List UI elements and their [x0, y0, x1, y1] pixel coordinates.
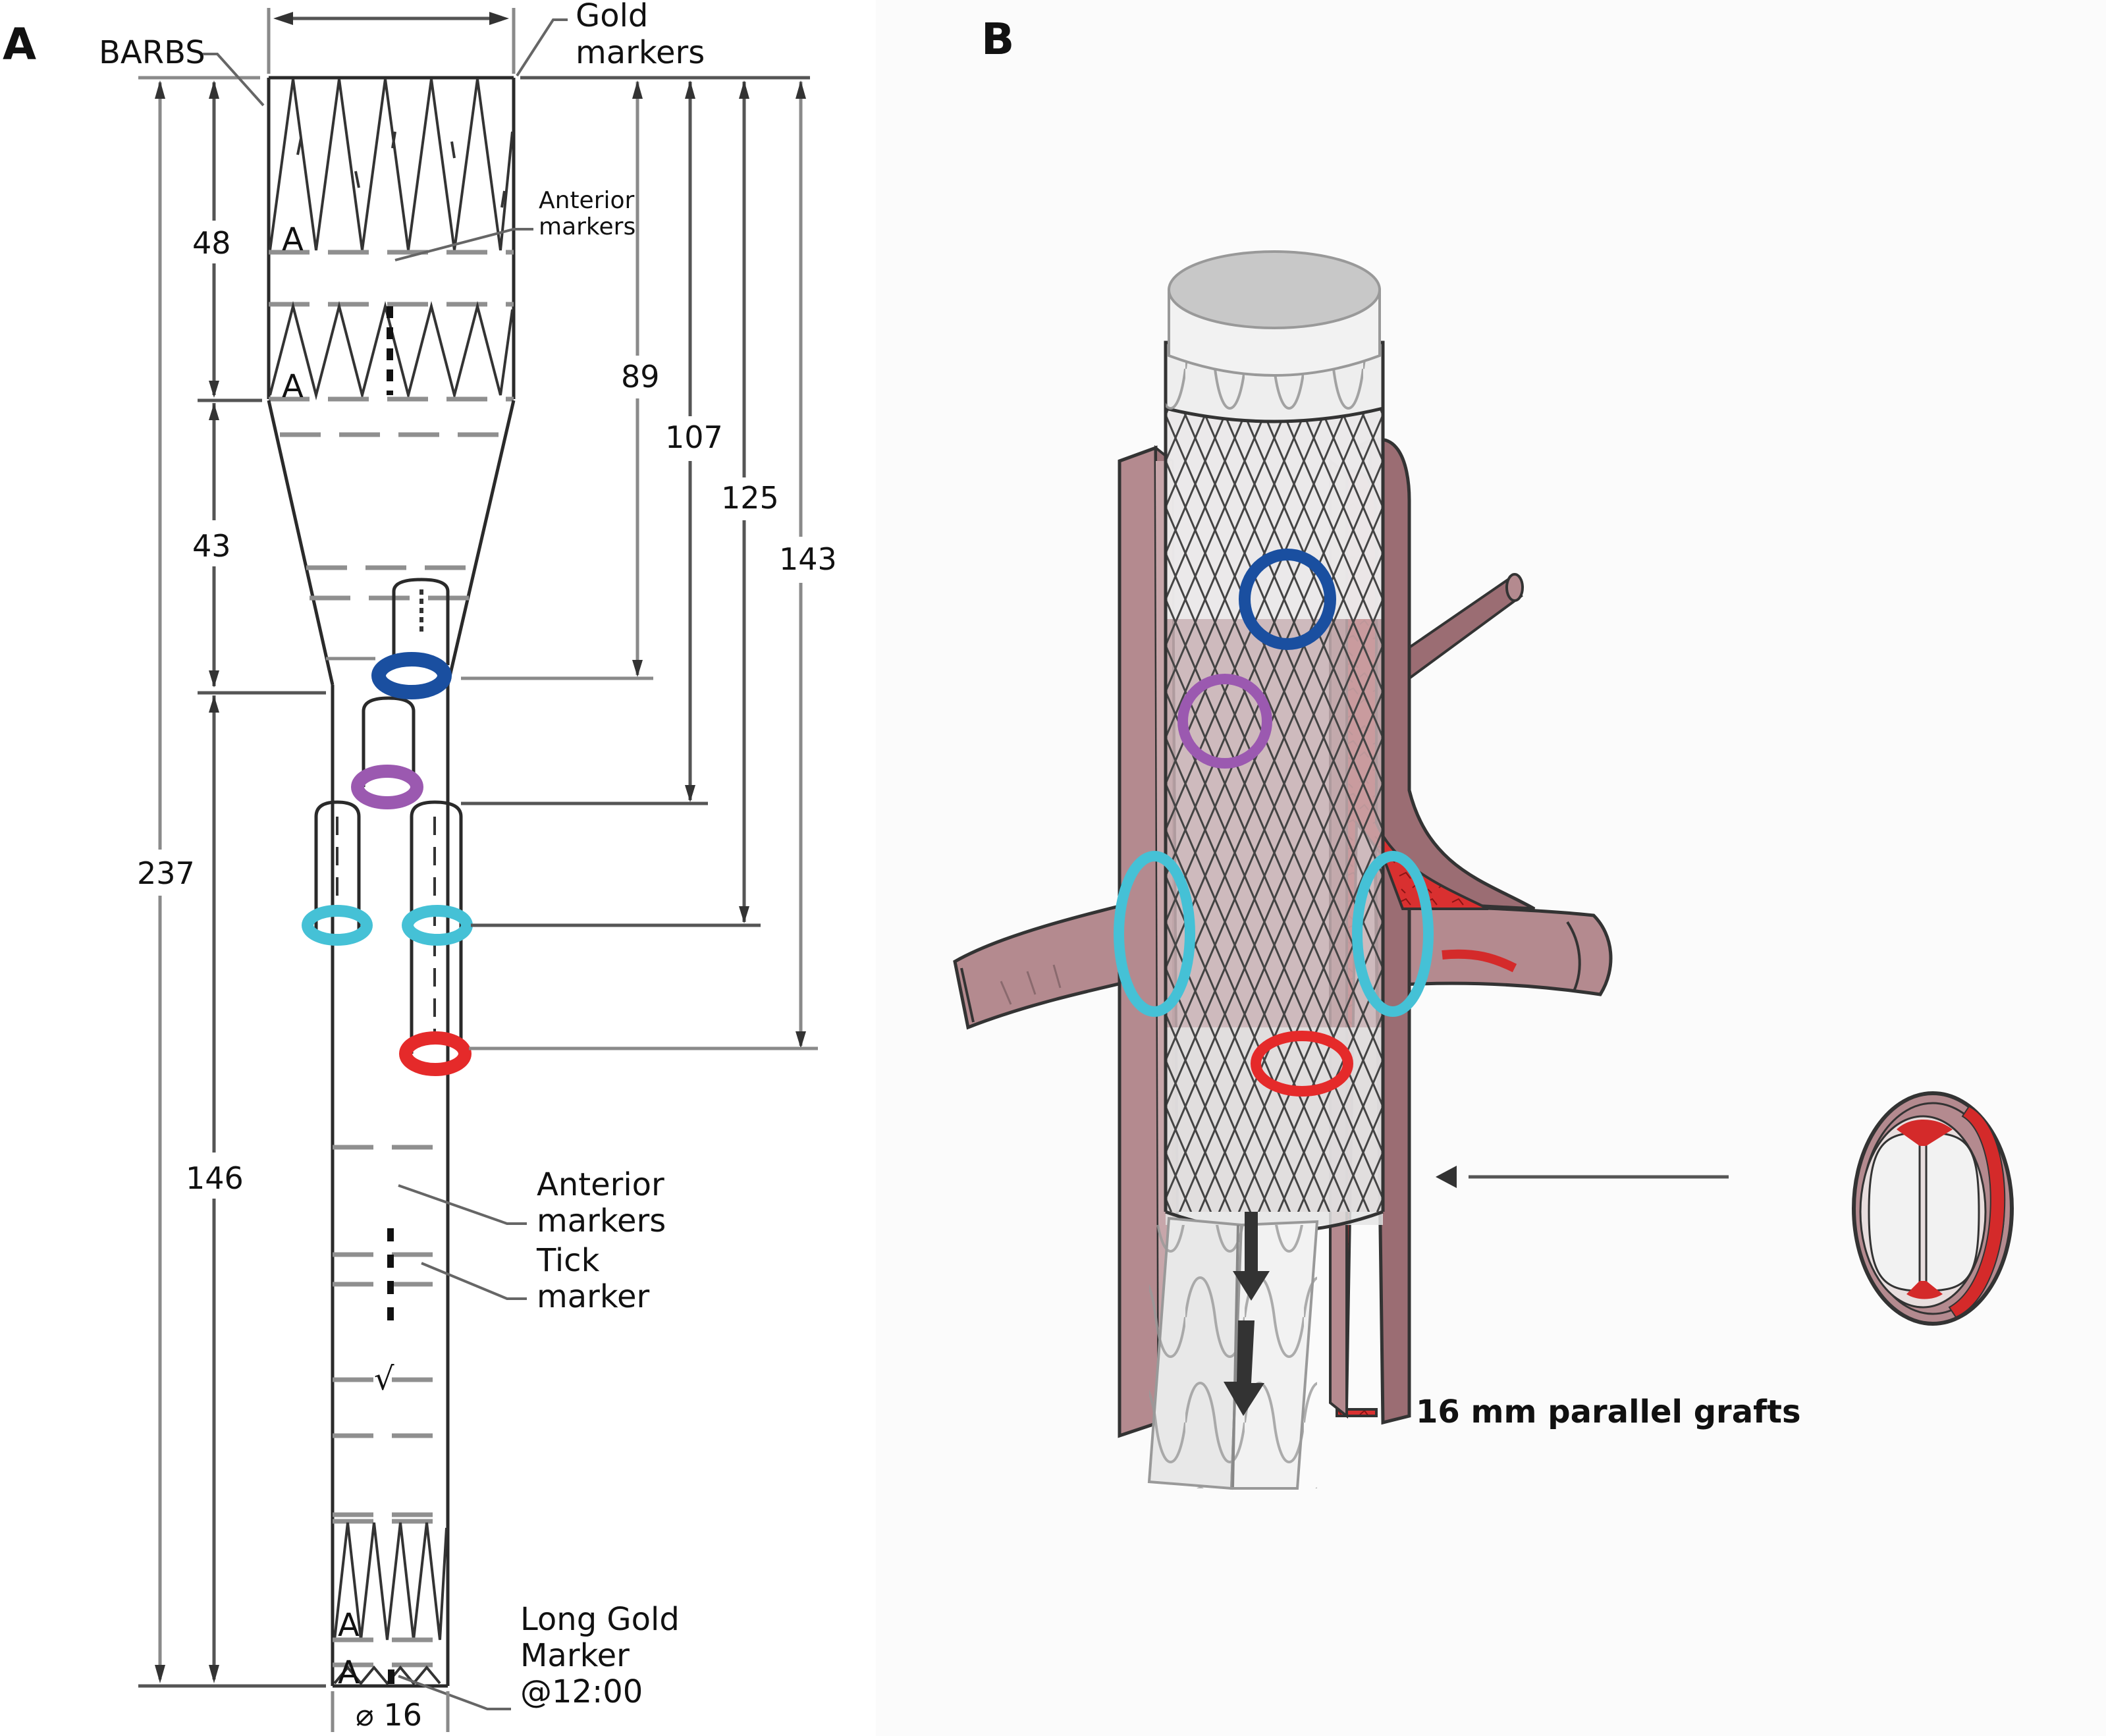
- dim-237: 237: [137, 855, 195, 891]
- left-dimensions: 237 48 43 146: [137, 80, 326, 1688]
- parallel-limb-grafts: [1147, 1212, 1319, 1490]
- panel-b-label: B: [981, 14, 1014, 65]
- dim-143: 143: [779, 541, 837, 577]
- tick-marker-line2: marker: [537, 1278, 650, 1315]
- cyan-marker-ring-left-b: [1114, 851, 1195, 1017]
- renal-artery-left: [953, 893, 1164, 1030]
- panel-a: A A A: [3, 0, 837, 1733]
- anterior-markers-top-line2: markers: [539, 213, 635, 240]
- gold-markers-label-line2: markers: [576, 34, 705, 71]
- distal-limb: √ A A: [314, 685, 463, 1691]
- dim-146: 146: [186, 1160, 244, 1196]
- section-letter-a-1: A: [282, 221, 304, 258]
- cyan-marker-ring-right: [402, 905, 473, 946]
- long-gold-marker-line1: Long Gold: [520, 1601, 680, 1638]
- blue-marker-ring: [371, 652, 452, 699]
- section-letter-a-4: A: [338, 1654, 360, 1691]
- diameter-16-label: ⌀ 16: [356, 1697, 422, 1733]
- dim-107: 107: [665, 420, 723, 455]
- section-letter-a-3: A: [338, 1607, 360, 1644]
- dim-125: 125: [721, 480, 779, 516]
- cross-section-view: [1852, 1091, 2014, 1326]
- dim-43: 43: [192, 528, 231, 564]
- long-gold-marker-line2: Marker: [520, 1637, 630, 1674]
- red-marker-ring-b: [1251, 1031, 1353, 1097]
- flow-arrows: [1224, 1212, 1270, 1416]
- panel-b-marker-rings: [1114, 549, 1434, 1097]
- dim-89: 89: [621, 359, 660, 394]
- graft-top-cap: [1168, 250, 1381, 329]
- taper-section: [267, 400, 516, 686]
- stent-graft-main-body: [1164, 250, 1385, 1234]
- proximal-main-body: A A: [267, 76, 516, 405]
- section-letter-a-2: A: [282, 368, 304, 405]
- sma-branch: [1401, 573, 1524, 681]
- panel-a-label: A: [3, 19, 36, 70]
- renal-artery-right: [1401, 900, 1613, 996]
- red-marker-ring: [399, 1031, 472, 1076]
- panel-b-caption: 16 mm parallel grafts: [1416, 1394, 1801, 1430]
- long-gold-marker-mark: [388, 1669, 394, 1684]
- cyan-marker-ring-left: [302, 905, 373, 946]
- blue-marker-ring-b: [1239, 549, 1336, 650]
- tick-marker-line1: Tick: [536, 1242, 600, 1279]
- tick-mark-glyph: √: [374, 1361, 394, 1397]
- dim-48: 48: [192, 225, 231, 261]
- anterior-markers-bottom-line1: Anterior: [537, 1166, 664, 1203]
- right-dimensions: 89 107 125 143: [461, 80, 837, 1050]
- panel-b: B: [876, 0, 2106, 1736]
- callouts: BARBS Gold markers Anterior markers Ante…: [99, 0, 705, 1733]
- anterior-markers-top-line1: Anterior: [539, 187, 635, 214]
- cross-section-pointer-arrow: [1436, 1166, 1729, 1188]
- cyan-marker-ring-right-b: [1352, 851, 1434, 1017]
- purple-marker-ring-b: [1177, 674, 1272, 769]
- gold-markers-label-line1: Gold: [576, 0, 648, 34]
- barbs-label: BARBS: [99, 34, 205, 71]
- top-width-dimension: [267, 8, 516, 74]
- anterior-markers-bottom-line2: markers: [537, 1203, 666, 1239]
- marker-rings: [302, 652, 473, 1076]
- purple-marker-ring: [351, 765, 423, 809]
- long-gold-marker-line3: @12:00: [520, 1673, 643, 1710]
- panel-b-background: [876, 0, 2106, 1736]
